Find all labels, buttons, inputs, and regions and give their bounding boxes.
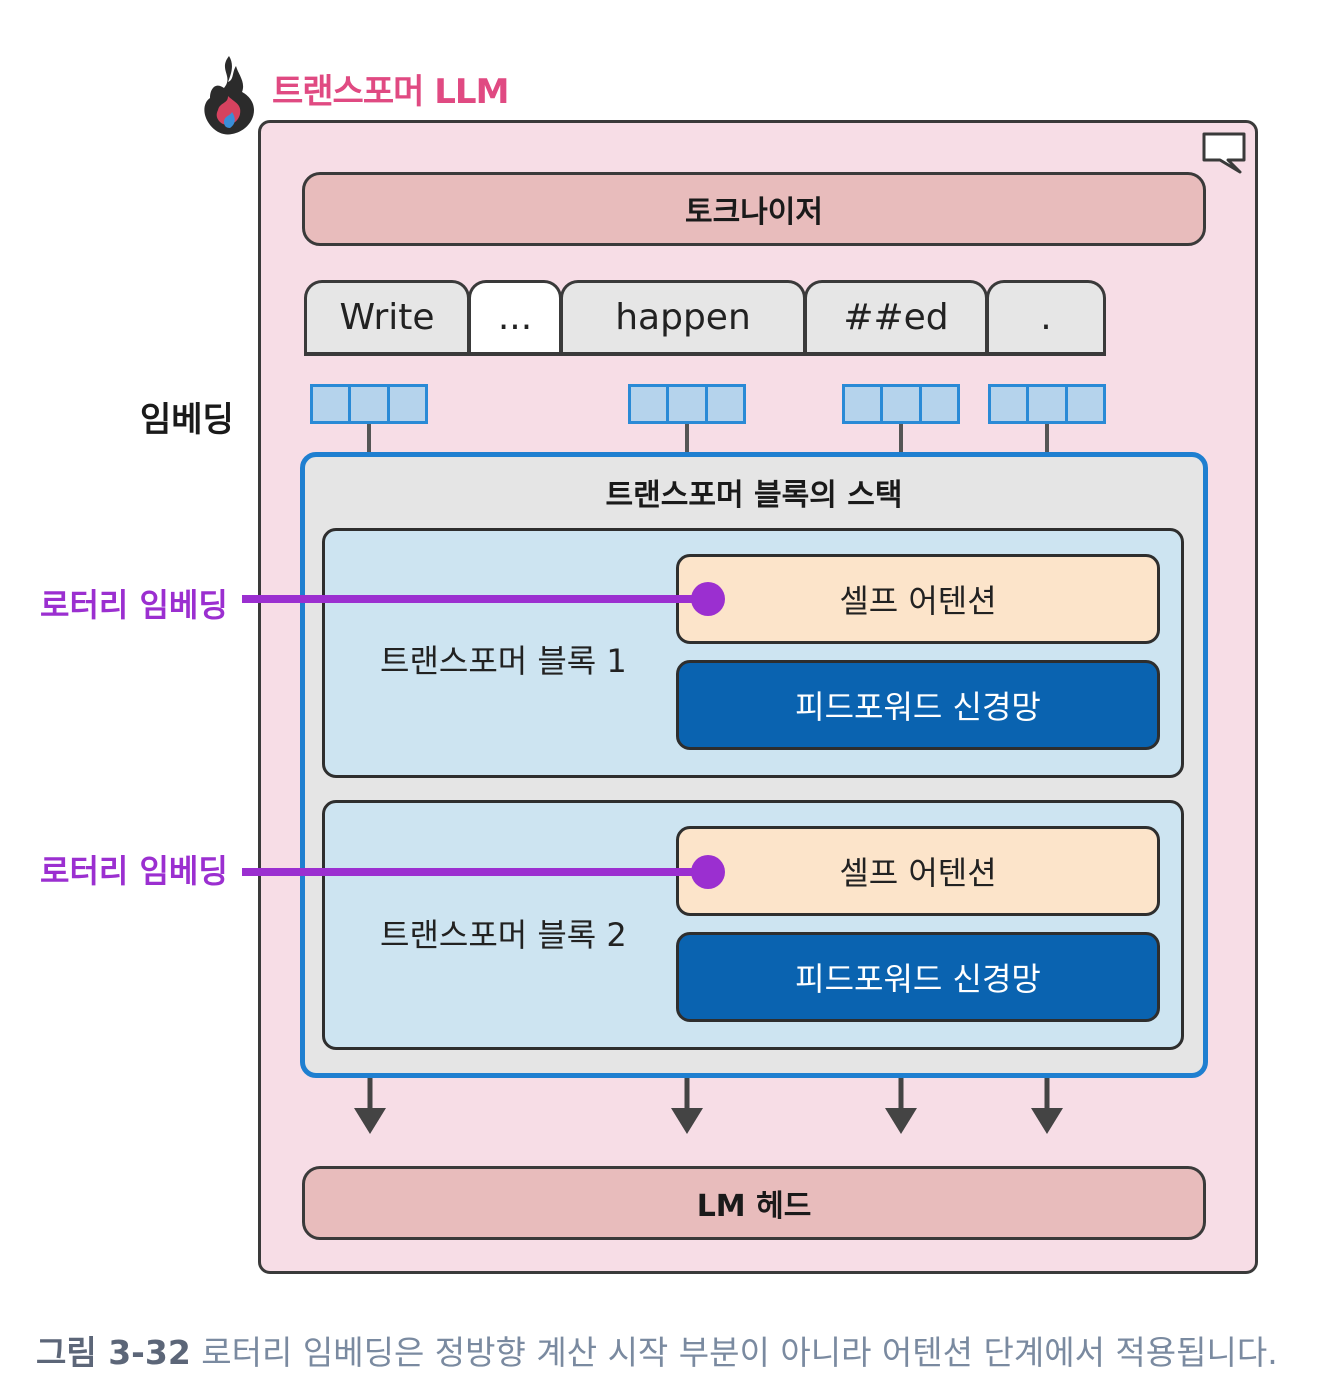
rotary-embedding-label: 로터리 임베딩	[40, 586, 228, 624]
embedding-vector	[988, 384, 1106, 424]
token: ##ed	[804, 280, 988, 356]
block-label: 트랜스포머 블록 2	[380, 916, 627, 954]
embedding-connector	[899, 424, 903, 454]
self-attention-label: 셀프 어텐션	[839, 582, 997, 620]
token: Write	[304, 280, 470, 356]
embedding-connector	[1045, 424, 1049, 454]
arrow-down-icon	[671, 1078, 703, 1134]
rotary-embedding-dot	[691, 582, 725, 616]
flame-logo-icon	[204, 56, 254, 135]
embedding-vector	[842, 384, 960, 424]
block-label: 트랜스포머 블록 1	[380, 642, 627, 680]
self-attention-box: 셀프 어텐션	[676, 554, 1160, 644]
arrow-down-icon	[354, 1078, 386, 1134]
feedforward-box: 피드포워드 신경망	[676, 660, 1160, 750]
token: happen	[560, 280, 806, 356]
rotary-embedding-line	[242, 868, 708, 876]
diagram-title: 트랜스포머 LLM	[272, 72, 509, 112]
lm-head-bar: LM 헤드	[302, 1166, 1206, 1240]
feedforward-label: 피드포워드 신경망	[795, 688, 1041, 726]
feedforward-box: 피드포워드 신경망	[676, 932, 1160, 1022]
embedding-vector	[628, 384, 746, 424]
rotary-embedding-line	[242, 595, 708, 603]
arrow-down-icon	[1031, 1078, 1063, 1134]
embedding-vector	[310, 384, 428, 424]
tokenizer-bar: 토크나이저	[302, 172, 1206, 246]
self-attention-label: 셀프 어텐션	[839, 854, 997, 892]
arrow-down-icon	[885, 1078, 917, 1134]
self-attention-box: 셀프 어텐션	[676, 826, 1160, 916]
comment-icon	[1202, 132, 1246, 174]
figure-number: 그림 3-32	[36, 1333, 191, 1372]
embedding-connector	[367, 424, 371, 454]
rotary-embedding-label: 로터리 임베딩	[40, 852, 228, 890]
stack-title: 트랜스포머 블록의 스택	[605, 478, 903, 513]
embedding-label: 임베딩	[140, 400, 234, 440]
embedding-connector	[685, 424, 689, 454]
token: .	[986, 280, 1106, 356]
tokenizer-label: 토크나이저	[685, 195, 823, 230]
feedforward-label: 피드포워드 신경망	[795, 960, 1041, 998]
caption-text: 로터리 임베딩은 정방향 계산 시작 부분이 아니라 어텐션 단계에서 적용됩니…	[201, 1333, 1278, 1372]
token: ...	[468, 280, 562, 356]
rotary-embedding-dot	[691, 855, 725, 889]
lm-head-label: LM 헤드	[696, 1189, 812, 1224]
figure-caption: 그림 3-32 로터리 임베딩은 정방향 계산 시작 부분이 아니라 어텐션 단…	[36, 1326, 1278, 1374]
